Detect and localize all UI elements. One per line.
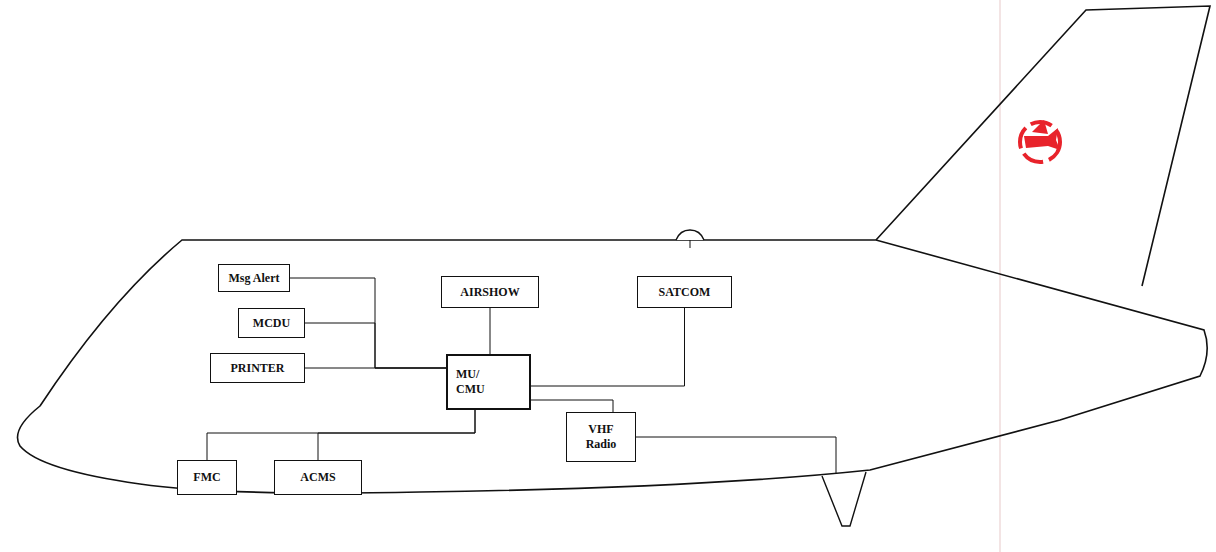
- unit-label: FMC: [193, 470, 220, 485]
- unit-label: MCDU: [253, 316, 290, 331]
- unit-label: VHF Radio: [579, 422, 623, 452]
- vhf-antenna: [822, 472, 866, 526]
- alert-box: Msg Alert: [218, 264, 290, 292]
- acms-box: ACMS: [274, 460, 362, 495]
- unit-label: ACMS: [300, 470, 335, 485]
- mcdu-box: MCDU: [238, 308, 305, 338]
- tail-fin: [876, 6, 1210, 286]
- data-bus-line: [318, 410, 475, 460]
- satcom-antenna: [676, 230, 704, 240]
- management-unit-box: MU/ CMU: [446, 354, 531, 410]
- vhf-antenna-wire: [636, 437, 836, 474]
- satcom-box: SATCOM: [637, 276, 732, 308]
- data-bus-line: [531, 400, 613, 412]
- fmc-box: FMC: [177, 460, 237, 495]
- airline-logo: [1020, 120, 1060, 162]
- data-bus-line: [531, 308, 685, 386]
- unit-label: Msg Alert: [229, 271, 280, 286]
- data-bus-line: [305, 323, 446, 368]
- data-bus-line: [290, 278, 446, 368]
- antenna-feed: [690, 240, 691, 248]
- data-bus-line: [490, 308, 491, 354]
- data-bus-line: [207, 410, 475, 460]
- unit-label: AIRSHOW: [460, 285, 519, 300]
- vhf-radio-box: VHF Radio: [566, 412, 636, 462]
- unit-label: MU/ CMU: [456, 367, 496, 397]
- data-bus-line: [305, 368, 446, 369]
- airshow-box: AIRSHOW: [441, 276, 539, 308]
- unit-label: SATCOM: [659, 285, 711, 300]
- printer-box: PRINTER: [210, 353, 305, 383]
- scan-line: [1000, 0, 1001, 552]
- unit-label: PRINTER: [230, 361, 284, 376]
- fuselage-outline: [18, 240, 1208, 493]
